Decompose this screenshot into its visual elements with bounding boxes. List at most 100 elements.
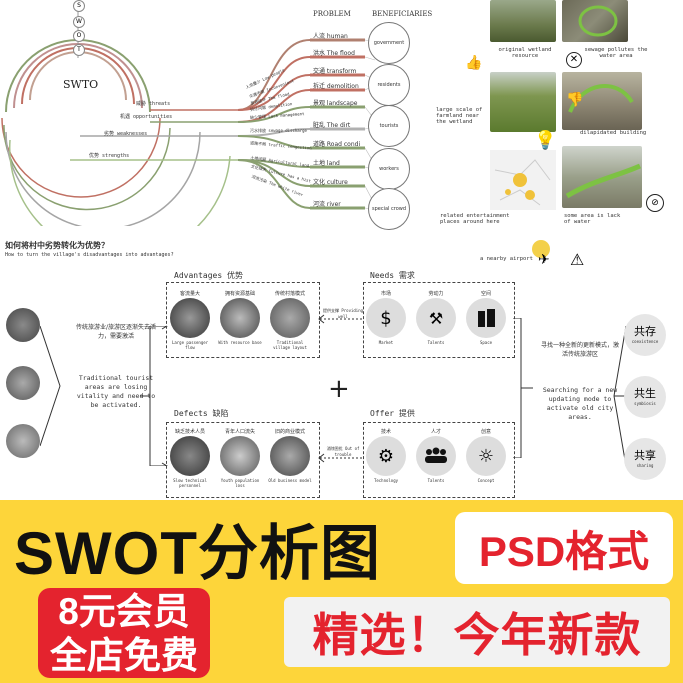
- outcome-sharing: 共享 sharing: [624, 438, 666, 480]
- left-text-en: Traditional tourist areas are losing vit…: [76, 374, 156, 409]
- market-icon: $: [366, 298, 406, 338]
- thumbs-up-icon: 👍: [465, 55, 483, 71]
- arrow-providing: [318, 314, 362, 324]
- defect-cn: 旧的商业模式: [274, 429, 305, 435]
- right-text-en: Searching for a new updating mode to act…: [542, 386, 618, 421]
- defect-photo: [220, 436, 260, 476]
- arrow-top-label: 提供支撑 Providing well: [322, 308, 364, 319]
- needs-box: [363, 282, 515, 358]
- letter-w: W: [73, 16, 85, 28]
- need-cn: 劳动力: [428, 291, 444, 297]
- advantage-photo: [170, 298, 210, 338]
- need-en: Market: [378, 340, 394, 345]
- defect-cn: 青年人口流失: [224, 429, 255, 435]
- member-line1: 8元会员: [58, 591, 190, 632]
- caption-farmland: large scale of farmland near the wetland: [436, 107, 483, 125]
- letter-t: T: [73, 44, 85, 56]
- plus-sign: +: [328, 374, 350, 404]
- advantage-en: Large passenger flow: [171, 340, 209, 350]
- psd-badge: PSD格式: [455, 512, 673, 584]
- new-label-box: 精选！今年新款: [284, 597, 670, 667]
- caption-entertainment: related entertainment places around here: [440, 213, 510, 225]
- problem-header: PROBLEM: [313, 10, 351, 18]
- need-en: Talents: [427, 340, 445, 345]
- airplane-icon: ✈: [538, 252, 550, 268]
- problem-item: 交通 transform: [313, 68, 357, 75]
- arc-label-strengths: 优势 strengths: [89, 153, 130, 159]
- needs-title: Needs 需求: [368, 270, 417, 281]
- caption-sewage: sewage pollutes the water area: [584, 47, 648, 59]
- defects-box: [166, 422, 320, 498]
- outcome-coexistence: 共存 coexistence: [624, 314, 666, 356]
- offer-en: Talents: [427, 478, 445, 483]
- left-text-cn: 传统旅游业/旅游区逐渐失去活力，需要激活: [75, 324, 157, 340]
- outcome-en: coexistence: [631, 339, 659, 344]
- offer-cn: 创意: [480, 429, 491, 435]
- farmland-photo: [490, 72, 556, 132]
- lightbulb-icon: 💡: [534, 130, 557, 151]
- beneficiaries-header: BENEFICIARIES: [372, 10, 433, 18]
- beneficiary-label: government: [373, 40, 405, 46]
- caption-airport: a nearby airport: [480, 256, 533, 262]
- outcome-cn: 共享: [634, 449, 656, 462]
- photo-panel: 👍 ✕ 👎 💡 ⊘ ✈ ⚠ original wetland resource …: [432, 0, 683, 282]
- map-graphic: [494, 159, 551, 206]
- advantage-photo: [270, 298, 310, 338]
- building-icon: [466, 298, 506, 338]
- left-connector: [40, 325, 61, 447]
- swot-diagram: S W O T SWTO 威胁 threats 机遇 opportunities…: [0, 0, 433, 230]
- beneficiary-special-crowd: special crowd: [368, 188, 410, 230]
- letter-o: O: [73, 30, 85, 42]
- arrow-trouble: [318, 453, 362, 463]
- beneficiary-label: tourists: [379, 123, 399, 129]
- beneficiary-tourists: tourists: [368, 105, 410, 147]
- problem-item: 景观 landscape: [313, 100, 358, 107]
- branch-label: 污水排放 sewage discharge: [250, 128, 307, 133]
- wetland-photo: [490, 0, 556, 42]
- problem-item: 河流 river: [313, 201, 341, 208]
- arc-label-threats: 威胁 threats: [136, 101, 171, 107]
- member-box[interactable]: 8元会员 全店免费: [38, 588, 210, 678]
- outcome-en: sharing: [636, 463, 654, 468]
- caption-wetland: original wetland resource: [498, 47, 552, 59]
- caption-building: dilapidated building: [580, 130, 647, 136]
- problem-item: 文化 culture: [313, 179, 348, 186]
- outcome-symbiosis: 共生 symbiosis: [624, 376, 666, 418]
- airport-dot: [532, 240, 550, 258]
- offer-en: Concept: [477, 478, 495, 483]
- offer-cn: 人才: [430, 429, 441, 435]
- defect-en: Youth population loss: [220, 478, 260, 488]
- defect-en: Slow technical personnel: [173, 478, 207, 488]
- offer-cn: 技术: [380, 429, 391, 435]
- arc-label-opportunities: 机遇 opportunities: [120, 114, 173, 120]
- caption-water: some area is lack of water: [564, 213, 621, 225]
- outcome-en: symbiosis: [634, 401, 656, 406]
- green-highlight-icon: [565, 163, 641, 199]
- tools-icon: ⚒: [416, 298, 456, 338]
- beneficiary-label: special crowd: [371, 206, 407, 212]
- people-icon: [416, 436, 456, 476]
- village-photo: [6, 308, 40, 342]
- arrow-bottom-label: 消除困扰 Out of trouble: [326, 446, 360, 457]
- building-photo: [562, 72, 642, 130]
- lightbulb-icon: ☼: [466, 436, 506, 476]
- sewage-photo: [562, 0, 628, 42]
- beneficiary-workers: workers: [368, 148, 410, 190]
- advantage-cn: 客流量大: [179, 291, 200, 297]
- offer-box: [363, 422, 515, 498]
- outcome-cn: 共生: [634, 387, 656, 400]
- advantage-cn: 传统村落模式: [274, 291, 305, 297]
- right-text-cn: 寻找一种全新的更新模式，激活传统旅游区: [540, 342, 619, 358]
- beneficiary-label: residents: [377, 82, 401, 88]
- no-water-icon: ⊘: [646, 194, 664, 212]
- problem-item: 洪水 The flood: [313, 50, 355, 57]
- swot-arcs-graphic: [1, 5, 376, 226]
- green-highlight-icon: [578, 5, 618, 37]
- need-cn: 空间: [480, 291, 491, 297]
- thumbs-down-icon: 👎: [566, 92, 584, 108]
- need-en: Space: [479, 340, 493, 345]
- banner-title: SWOT分析图: [14, 520, 381, 587]
- problem-item: 拆迁 demolition: [313, 83, 359, 90]
- advantage-cn: 拥有资源基础: [224, 291, 255, 297]
- beneficiary-label: workers: [379, 166, 399, 172]
